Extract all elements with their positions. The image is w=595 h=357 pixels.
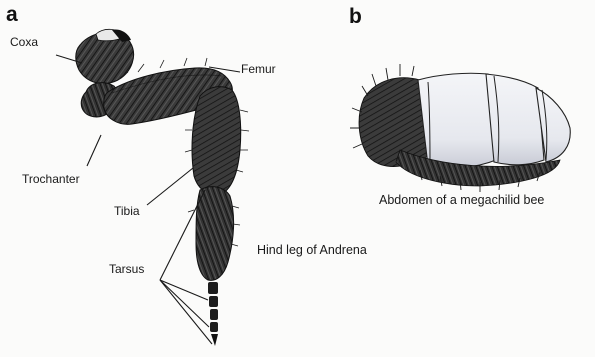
hind-leg-drawing [76,29,249,346]
caption-panel-a: Hind leg of Andrena [257,243,367,257]
abdomen-segment-2 [486,74,544,165]
label-tibia: Tibia [114,204,140,218]
panel-letter-b: b [349,5,362,29]
label-tarsus: Tarsus [109,262,144,276]
leader-trochanter [87,135,101,166]
leader-tarsus-2 [160,280,208,300]
caption-panel-b: Abdomen of a megachilid bee [379,193,544,207]
label-femur: Femur [241,62,276,76]
leader-tarsus-3 [160,280,209,327]
leader-tibia [147,168,193,205]
panel-letter-a: a [6,3,18,27]
label-coxa: Coxa [10,35,38,49]
leader-tarsus-4 [160,280,212,344]
tarsus-drawing [196,187,234,346]
abdomen-drawing [350,64,570,192]
tibia-drawing [192,87,241,195]
coxa-drawing [76,29,134,83]
label-trochanter: Trochanter [22,172,80,186]
